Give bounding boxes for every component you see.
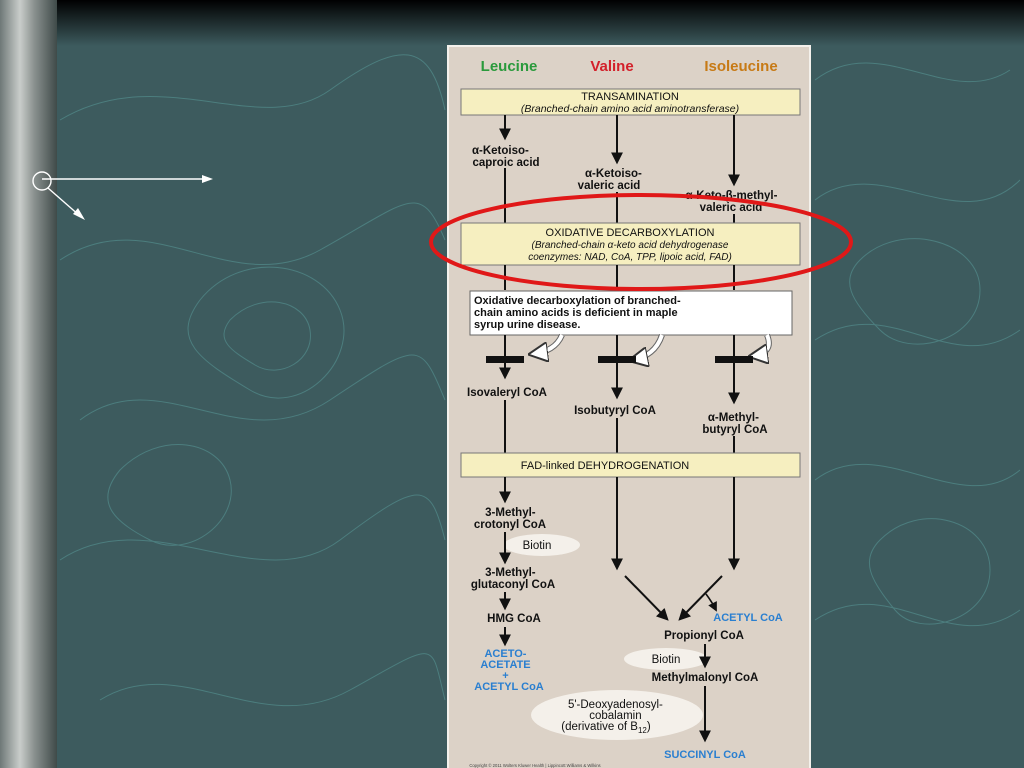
- transamination-title: TRANSAMINATION: [581, 91, 679, 103]
- valine-label: Valine: [590, 58, 633, 75]
- biotin-2: Biotin: [652, 654, 681, 666]
- copyright-text: Copyright © 2011 Wolters Kluwer Health |…: [469, 763, 600, 768]
- succinyl-coa: SUCCINYL CoA: [664, 749, 746, 761]
- arrow-val-to-propionyl: [624, 575, 669, 621]
- methylmalonyl-coa: Methylmalonyl CoA: [652, 672, 759, 684]
- pointer-line-diagonal: [47, 187, 81, 217]
- top-shade: [0, 0, 1024, 46]
- oxidative-decarboxylation-line2: coenzymes: NAD, CoA, TPP, lipoic acid, F…: [528, 252, 732, 263]
- methylbutyryl-coa: α-Methyl- butyryl CoA: [702, 412, 767, 436]
- leucine-label: Leucine: [481, 58, 538, 75]
- biotin-glow-2: [624, 648, 708, 670]
- bcaa-pathway-figure: Leucine Valine Isoleucine TRANSAMINATION…: [447, 45, 811, 768]
- pointer-arrowhead-diagonal: [73, 208, 85, 220]
- fad-dehydrogenation-title: FAD-linked DEHYDROGENATION: [521, 460, 690, 472]
- leu-keto-acid: α-Ketoiso- caproic acid: [472, 145, 540, 169]
- pointer-arrowhead-horizontal: [202, 175, 213, 183]
- deoxyadenosylcobalamin: 5'-Deoxyadenosyl- cobalamin (derivative …: [561, 699, 666, 735]
- acetoacetate-product: ACETO- ACETATE + ACETYL CoA: [474, 648, 544, 693]
- arrow-ile-to-acetyl: [705, 593, 717, 612]
- biotin-glow-1: [504, 534, 580, 556]
- oxidative-decarboxylation-line1: (Branched-chain α-keto acid dehydrogenas…: [532, 240, 729, 251]
- callout-text: Oxidative decarboxylation of branched- c…: [474, 295, 684, 331]
- block-bar-leu: [486, 356, 524, 363]
- val-keto-acid: α-Ketoiso- valeric acid: [578, 168, 645, 192]
- transamination-box: [460, 88, 801, 116]
- isoleucine-label: Isoleucine: [704, 58, 777, 75]
- biotin-1: Biotin: [523, 540, 552, 552]
- methylglutaconyl-coa: 3-Methyl- glutaconyl CoA: [471, 567, 555, 591]
- block-bar-ile: [715, 356, 753, 363]
- callout-box: [469, 290, 793, 336]
- fad-dehydrogenation-box: [460, 452, 801, 478]
- highlight-ring: [429, 193, 853, 291]
- transamination-enzyme: (Branched-chain amino acid aminotransfer…: [521, 103, 739, 115]
- oxidative-decarboxylation-box: [460, 222, 801, 266]
- oxidative-decarboxylation-title: OXIDATIVE DECARBOXYLATION: [546, 227, 715, 239]
- acetyl-coa-ile: ACETYL CoA: [713, 612, 783, 624]
- cobalamin-glow: [531, 690, 703, 740]
- pathway-diagram: Leucine Valine Isoleucine TRANSAMINATION…: [460, 58, 801, 768]
- pointer-circle: [32, 171, 52, 191]
- isovaleryl-coa: Isovaleryl CoA: [467, 387, 547, 399]
- pointer-arrows: [32, 171, 213, 220]
- methylcrotonyl-coa: 3-Methyl- crotonyl CoA: [474, 507, 546, 531]
- block-bar-val: [598, 356, 636, 363]
- decorative-side-strip: [0, 0, 57, 768]
- arrow-ile-to-propionyl: [678, 575, 723, 621]
- propionyl-coa: Propionyl CoA: [664, 630, 744, 642]
- hmg-coa: HMG CoA: [487, 613, 541, 625]
- isobutyryl-coa: Isobutyryl CoA: [574, 405, 656, 417]
